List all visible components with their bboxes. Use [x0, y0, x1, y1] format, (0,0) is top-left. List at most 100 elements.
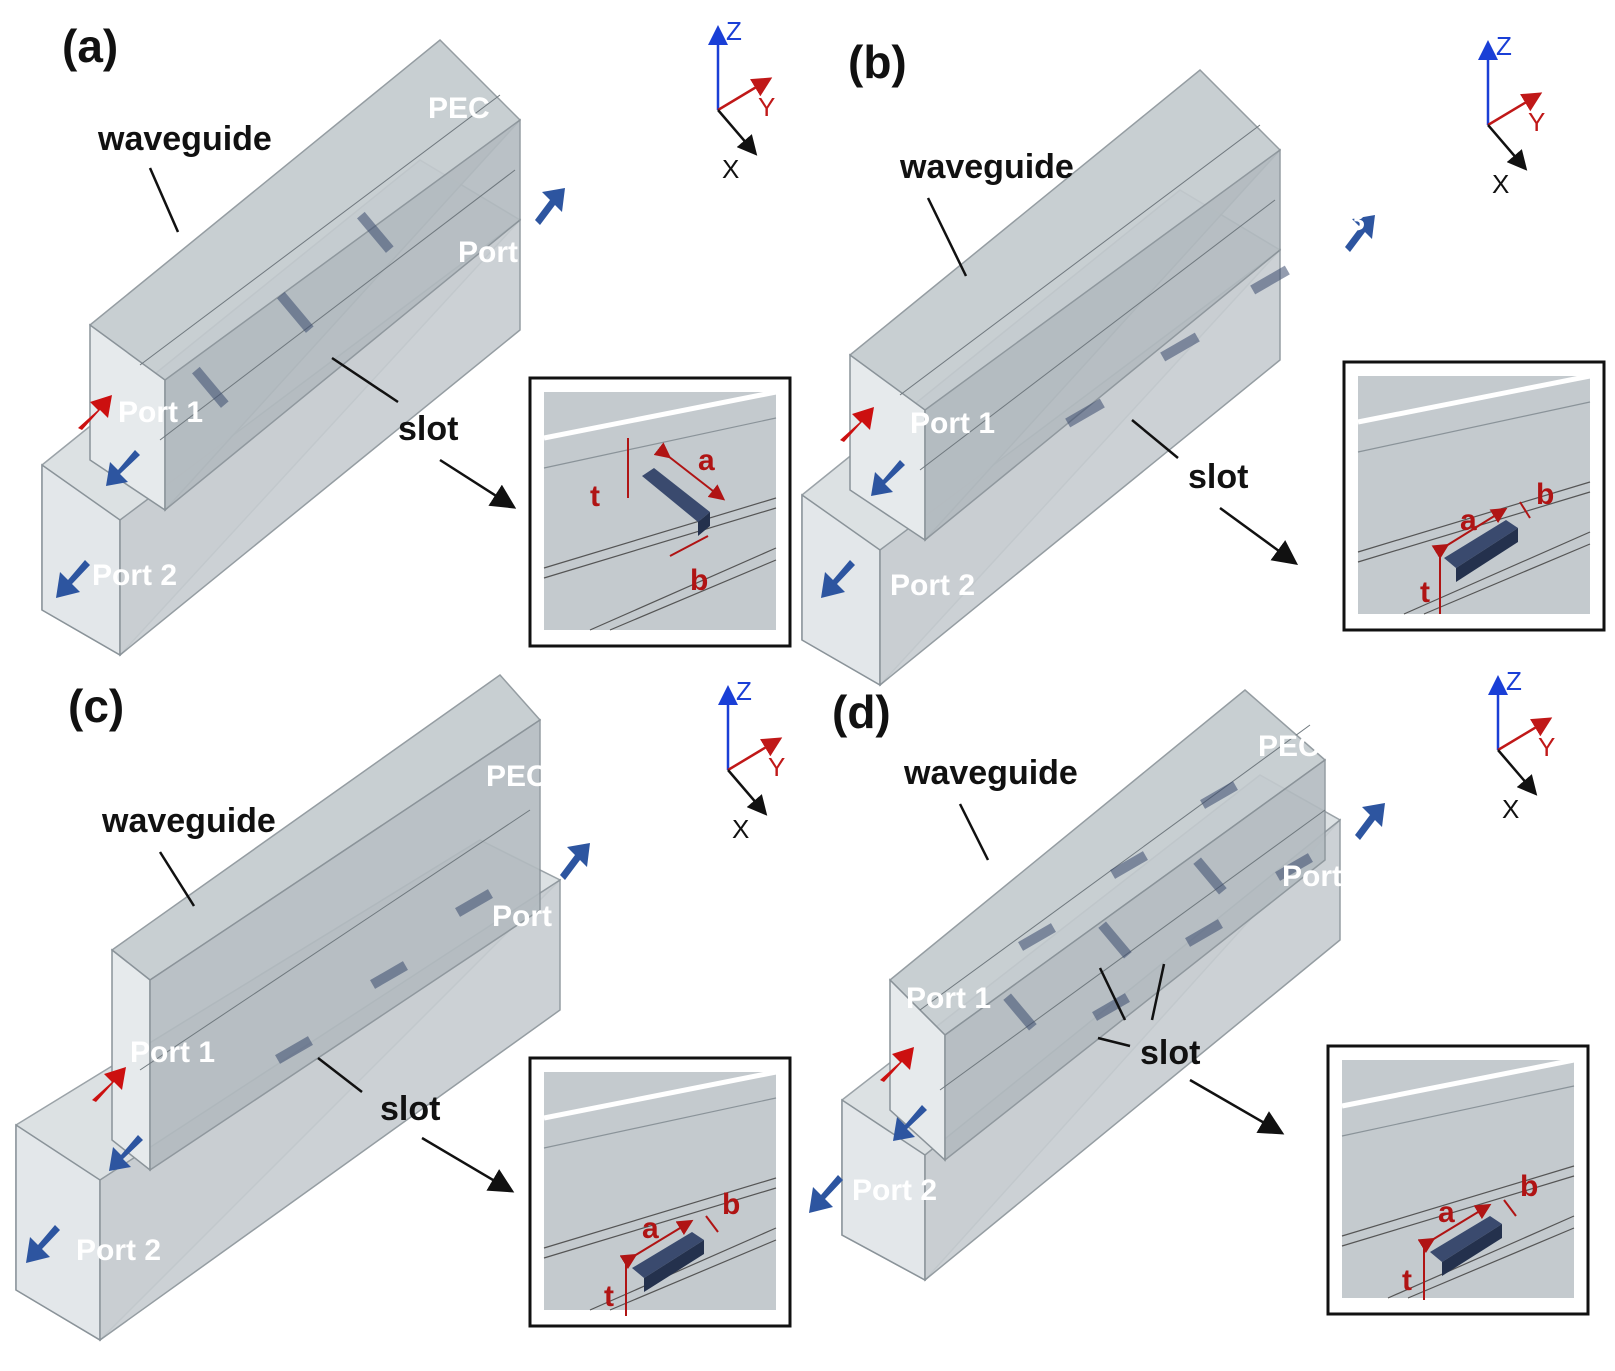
dim-a-label: a: [1438, 1196, 1455, 1229]
panel-c: (c) waveguide PEC Port 3 Port 1 Port 2 s…: [15, 673, 790, 1342]
dimension-b: [705, 1215, 719, 1233]
slot-mark: [1092, 993, 1130, 1021]
slot-mark: [370, 961, 408, 989]
port3-label: Port 3: [458, 236, 543, 269]
slot-mark: [455, 889, 493, 917]
detail-inset: a t b: [530, 1058, 790, 1326]
waveguide-leader: [926, 197, 968, 277]
axis-triad: Z Y X: [718, 676, 785, 844]
slot-label: slot: [1140, 1034, 1200, 1072]
slot-mark: [1275, 853, 1313, 881]
slot-block-side: [698, 512, 710, 536]
axis-triad: Z Y X: [708, 16, 775, 184]
port-blue-arrow: [109, 1135, 143, 1171]
inset-pointer-arrow: [439, 458, 517, 509]
inset-pointer-arrow: [1219, 506, 1299, 565]
port-blue-arrow: [893, 1105, 927, 1141]
slot-mark: [1003, 993, 1037, 1031]
port1-label: Port 1: [906, 982, 991, 1015]
port1-red-arrow: [92, 1067, 126, 1102]
dimension-b: [669, 535, 709, 557]
slot-leader: [1131, 419, 1179, 459]
port3-blue-arrow: [535, 188, 565, 225]
waveguide-label: waveguide: [903, 754, 1078, 792]
dim-a-label: a: [1460, 504, 1477, 537]
port1-label: Port 1: [130, 1036, 215, 1069]
axis-triad: Z Y X: [1488, 666, 1555, 824]
dim-a-label: a: [642, 1212, 659, 1245]
axis-triad: Z Y X: [1478, 31, 1545, 199]
axis-y-label: Y: [1528, 107, 1545, 137]
slot-mark: [1110, 851, 1148, 879]
slot-label: slot: [380, 1090, 440, 1128]
waveguide-leader: [958, 803, 990, 861]
dimension-a: [653, 442, 726, 501]
axis-x-label: X: [1492, 169, 1509, 199]
slot-mark: [1018, 923, 1056, 951]
slot-mark: [192, 366, 229, 408]
port1-label: Port 1: [910, 407, 995, 440]
slot-mark: [1065, 398, 1105, 428]
port-blue-arrow: [871, 460, 905, 496]
pec-label: PEC: [428, 92, 490, 125]
port3-blue-arrow: [1355, 803, 1385, 840]
port3-label: Port 3: [492, 900, 577, 933]
dim-b-label: b: [1536, 478, 1554, 511]
dim-t-label: t: [604, 1280, 614, 1313]
slot-leader: [1150, 963, 1166, 1021]
axis-x-label: X: [1502, 794, 1519, 824]
port3-blue-arrow: [560, 843, 590, 880]
panel-a: (a) waveguide PEC Port 3 Port 1 Port 2 s…: [41, 16, 790, 656]
waveguide-label: waveguide: [97, 120, 272, 158]
dimension-a: [1417, 1203, 1492, 1254]
inset-pointer-arrow: [1189, 1078, 1285, 1135]
slot-label: slot: [398, 410, 458, 448]
axis-y-label: Y: [1538, 732, 1555, 762]
dim-t-label: t: [1402, 1264, 1412, 1297]
waveguide-label: waveguide: [899, 148, 1074, 186]
dim-b-label: b: [722, 1188, 740, 1221]
dimension-a: [619, 1219, 694, 1270]
detail-inset: a t b: [1328, 1046, 1588, 1314]
port2-blue-arrow: [809, 1175, 843, 1213]
panel-label: (c): [68, 680, 124, 732]
port2-blue-arrow: [821, 560, 855, 598]
detail-inset: a t b: [530, 378, 790, 646]
slot-mark: [277, 291, 314, 333]
port1-label: Port 1: [118, 396, 203, 429]
port1-red-arrow: [880, 1047, 914, 1082]
waveguide-label: waveguide: [101, 802, 276, 840]
pec-label: PEC: [486, 760, 548, 793]
dimension-b: [1519, 501, 1531, 519]
dimension-b: [1503, 1199, 1517, 1217]
slot-mark: [1185, 919, 1223, 947]
slot-label: slot: [1188, 458, 1248, 496]
axis-z-label: Z: [1496, 31, 1512, 61]
dim-a-label: a: [698, 444, 715, 477]
slot-mark: [1200, 781, 1238, 809]
waveguide-leader: [148, 167, 180, 233]
dim-t-label: t: [590, 480, 600, 513]
panel-label: (d): [832, 686, 891, 738]
axis-z-label: Z: [726, 16, 742, 46]
port3-label: Port 3: [1280, 204, 1365, 237]
port1-red-arrow: [840, 407, 874, 442]
detail-inset: a t b: [1344, 362, 1604, 630]
axis-z-label: Z: [736, 676, 752, 706]
port2-blue-arrow: [56, 560, 90, 598]
slot-leader: [1097, 1036, 1131, 1048]
pec-label: PEC: [1280, 134, 1342, 167]
port3-label: Port 3: [1282, 860, 1367, 893]
slot-leader: [331, 356, 399, 404]
slot-mark: [1193, 857, 1227, 895]
port1-red-arrow: [78, 395, 112, 430]
port2-label: Port 2: [92, 559, 177, 592]
inset-pointer-arrow: [421, 1136, 515, 1193]
port2-label: Port 2: [852, 1174, 937, 1207]
axis-y-label: Y: [768, 752, 785, 782]
slot-leader: [317, 1057, 363, 1093]
port-blue-arrow: [106, 450, 140, 486]
port3-blue-arrow: [1345, 215, 1375, 252]
slot-mark: [1250, 265, 1290, 295]
